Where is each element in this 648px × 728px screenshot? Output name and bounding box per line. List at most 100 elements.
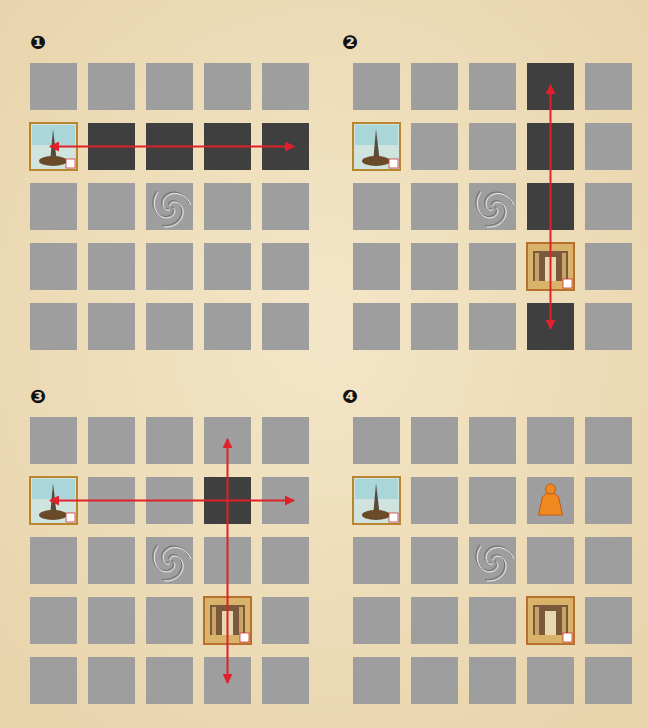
board-square (585, 417, 632, 464)
board-square (262, 537, 309, 584)
board-square (204, 303, 251, 350)
board-square (469, 597, 516, 644)
board-grid (30, 63, 309, 350)
board-square (30, 63, 77, 110)
board-square (353, 537, 400, 584)
board-square (411, 477, 458, 524)
board-square (262, 597, 309, 644)
board-square (585, 243, 632, 290)
board-square (469, 63, 516, 110)
board-square (88, 63, 135, 110)
vortex-symbol (164, 202, 183, 227)
board-square (469, 183, 516, 230)
board-square (353, 657, 400, 704)
board-square (469, 303, 516, 350)
movement-arrow (227, 439, 229, 683)
board-square (353, 477, 400, 524)
board-square (204, 243, 251, 290)
board-square (527, 417, 574, 464)
board-square (585, 537, 632, 584)
board-square (30, 537, 77, 584)
board-square (411, 303, 458, 350)
board-square (30, 243, 77, 290)
tower-tile (353, 477, 400, 524)
board-square (146, 63, 193, 110)
board-square (353, 123, 400, 170)
board-square (411, 657, 458, 704)
vortex-symbol (485, 192, 513, 209)
board-square (353, 417, 400, 464)
board-square (411, 417, 458, 464)
board-square (353, 597, 400, 644)
board-square (146, 537, 193, 584)
board-square (353, 63, 400, 110)
board-square (204, 63, 251, 110)
board-square (411, 243, 458, 290)
panel-number: ❸ (30, 387, 46, 406)
movement-arrow (50, 500, 294, 502)
board-square (30, 417, 77, 464)
board-square (88, 243, 135, 290)
board-square (527, 537, 574, 584)
board-square (146, 183, 193, 230)
board-square (262, 243, 309, 290)
board-grid (353, 63, 632, 350)
board-square (88, 597, 135, 644)
board-square (469, 657, 516, 704)
board-square (262, 63, 309, 110)
board-square (469, 243, 516, 290)
board-square (411, 183, 458, 230)
board-square (88, 657, 135, 704)
board-square (585, 657, 632, 704)
board-square (88, 537, 135, 584)
vortex-symbol (485, 546, 513, 563)
vortex-symbol (162, 546, 190, 563)
board-square (585, 123, 632, 170)
board-square (30, 303, 77, 350)
board-square (411, 123, 458, 170)
board-square (146, 243, 193, 290)
board-square (262, 417, 309, 464)
vortex-symbol (487, 202, 506, 227)
vortex-symbol (162, 192, 190, 209)
board-square (527, 477, 574, 524)
board-square (262, 303, 309, 350)
board-square (469, 123, 516, 170)
board-square (353, 183, 400, 230)
board-grid (30, 417, 309, 704)
board-square (262, 183, 309, 230)
board-grid (353, 417, 632, 704)
board-square (262, 657, 309, 704)
board-square (30, 183, 77, 230)
board-square (146, 417, 193, 464)
board-square (146, 303, 193, 350)
tower-tile (353, 123, 400, 170)
board-square (88, 417, 135, 464)
board-square (411, 537, 458, 584)
vortex-symbol (487, 556, 506, 581)
board-square (585, 183, 632, 230)
board-square (88, 303, 135, 350)
vortex-symbol (164, 556, 183, 581)
board-square (585, 597, 632, 644)
board-square (353, 243, 400, 290)
board-square (585, 303, 632, 350)
board-square (585, 63, 632, 110)
panel-number: ❶ (30, 33, 46, 52)
board-square (30, 597, 77, 644)
board-square (527, 597, 574, 644)
panel-number: ❹ (342, 387, 358, 406)
board-square (469, 477, 516, 524)
board-square (411, 597, 458, 644)
board-square (204, 183, 251, 230)
board-square (353, 303, 400, 350)
board-square (30, 657, 77, 704)
panel-number: ❷ (342, 33, 358, 52)
board-square (411, 63, 458, 110)
board-square (88, 183, 135, 230)
board-square (469, 417, 516, 464)
board-square (146, 657, 193, 704)
board-square (146, 597, 193, 644)
player-figure (539, 484, 563, 515)
